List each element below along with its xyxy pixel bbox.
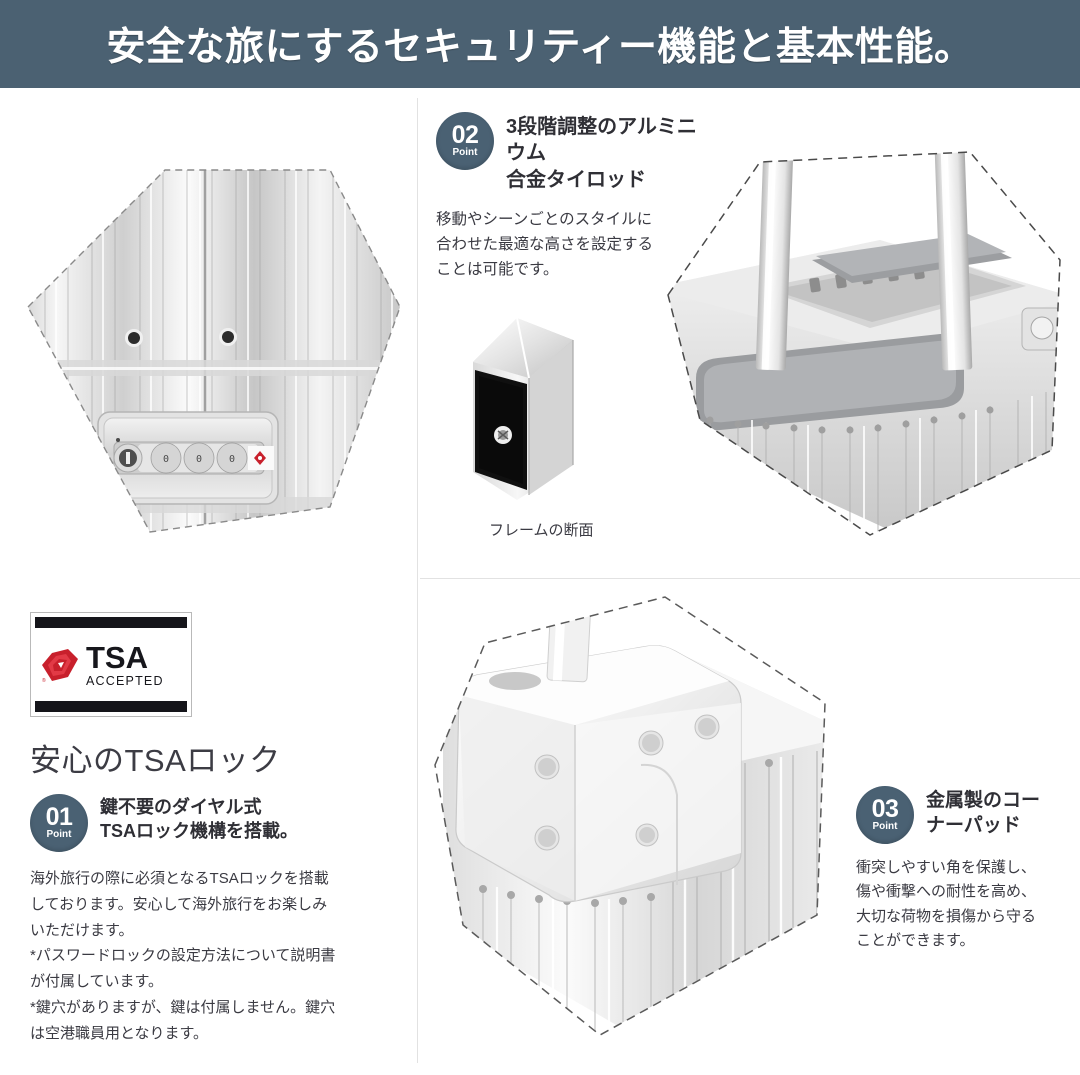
point-02-header: 02 Point 3段階調整のアルミニウム 合金タイロッド — [436, 112, 706, 193]
point-01-header: 01 Point 鍵不要のダイヤル式 TSAロック機構を搭載。 — [30, 794, 410, 852]
point-02-badge-label: Point — [452, 147, 478, 159]
tsa-logo-top-bar — [35, 617, 187, 628]
point-02-number: 02 — [451, 120, 479, 149]
point-03-body: 衝突しやすい角を保護し、 傷や衝撃への耐性を高め、 大切な荷物を損傷から守る こ… — [856, 859, 1037, 949]
point-03-number: 03 — [871, 794, 899, 823]
tsa-accepted-logo: ® TSA ACCEPTED — [30, 612, 192, 717]
point-03-title: 金属製のコー ナーパッド — [926, 790, 1041, 837]
point-01-badge-label: Point — [46, 829, 72, 841]
svg-text:0: 0 — [229, 454, 235, 465]
point-01-badge: 01 Point — [30, 794, 88, 852]
tsa-accepted-text: ACCEPTED — [86, 673, 164, 688]
vertical-divider — [417, 98, 418, 1063]
corner-pad-photo — [425, 585, 885, 1065]
point-02-block: 02 Point 3段階調整のアルミニウム 合金タイロッド 移動やシーンごとのス… — [436, 112, 706, 283]
page-title: 安全な旅にするセキュリティー機能と基本性能。 — [106, 26, 974, 69]
point-03-block: 03 Point 金属製のコー ナーパッド 衝突しやすい角を保護し、 傷や衝撃へ… — [856, 786, 1071, 953]
point-03-header: 03 Point 金属製のコー ナーパッド — [856, 786, 1071, 844]
tsa-block: ® TSA ACCEPTED 安心のTSAロック 01 Point 鍵不要のダイ… — [30, 612, 410, 1047]
tsa-section-heading: 安心のTSAロック — [30, 743, 281, 778]
point-01-body: 海外旅行の際に必須となるTSAロックを搭載 しております。安心して海外旅行をお楽… — [30, 870, 336, 1042]
lock-panel-photo: 0 0 0 — [0, 112, 410, 572]
point-03-badge: 03 Point — [856, 786, 914, 844]
point-02-title: 3段階調整のアルミニウム 合金タイロッド — [506, 116, 697, 191]
frame-section-photo — [455, 300, 595, 510]
point-01-number: 01 — [45, 802, 73, 831]
point-02-badge: 02 Point — [436, 112, 494, 170]
svg-text:0: 0 — [196, 454, 202, 465]
svg-text:0: 0 — [163, 454, 169, 465]
tie-rod-photo — [640, 120, 1080, 560]
tsa-diamond-icon: ® — [40, 647, 80, 683]
tsa-logo-bottom-bar — [35, 701, 187, 712]
frame-section-caption: フレームの断面 — [489, 522, 594, 539]
point-03-badge-label: Point — [872, 821, 898, 833]
horizontal-divider — [420, 578, 1080, 579]
tsa-logo-text: TSA — [86, 639, 148, 675]
point-01-title: 鍵不要のダイヤル式 TSAロック機構を搭載。 — [100, 797, 298, 841]
svg-text:®: ® — [42, 677, 46, 683]
point-02-body: 移動やシーンごとのスタイルに 合わせた最適な高さを設定する ことは可能です。 — [436, 211, 654, 279]
header-banner: 安全な旅にするセキュリティー機能と基本性能。 — [0, 0, 1080, 88]
